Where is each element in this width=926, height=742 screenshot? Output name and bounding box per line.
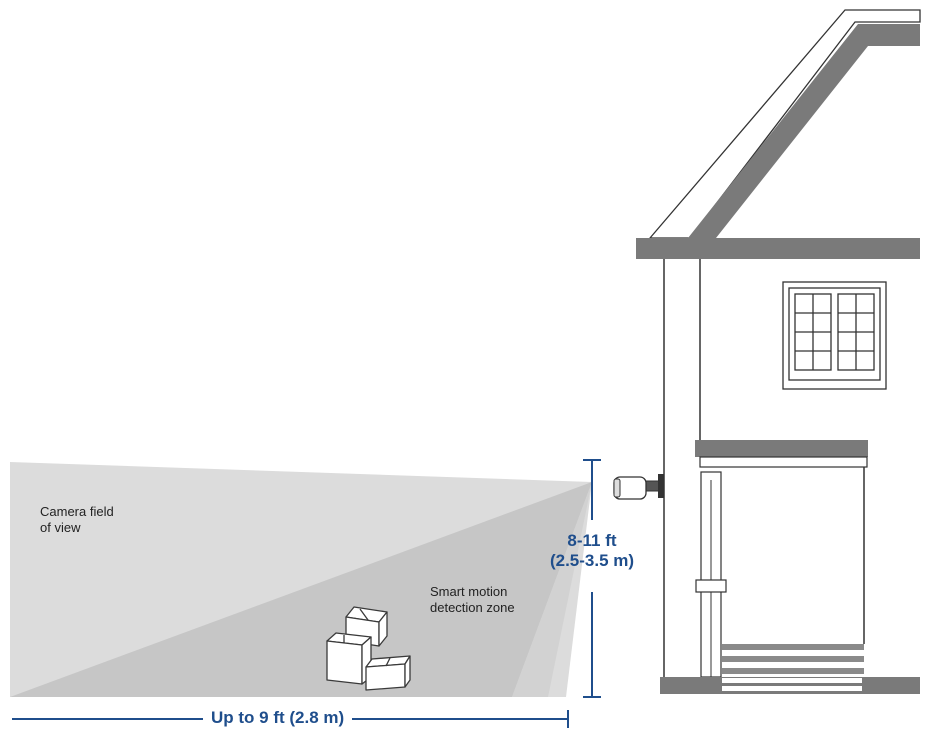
window-icon — [782, 281, 887, 390]
height-label-ft: 8-11 ft — [567, 531, 617, 550]
width-label: Up to 9 ft (2.8 m) — [203, 708, 353, 728]
field-of-view-label-line2: of view — [40, 520, 81, 535]
security-camera-icon — [613, 474, 664, 500]
house-walls — [663, 259, 701, 677]
height-label: 8-11 ft (2.5-3.5 m) — [537, 531, 647, 571]
house-porch — [695, 440, 868, 678]
house-roof — [636, 9, 921, 259]
detection-zone-label: Smart motion detection zone — [430, 584, 515, 616]
detection-zone-edge — [512, 482, 592, 697]
detection-zone-label-line2: detection zone — [430, 600, 515, 615]
field-of-view-label: Camera field of view — [40, 504, 114, 536]
field-of-view-label-line1: Camera field — [40, 504, 114, 519]
detection-zone-label-line1: Smart motion — [430, 584, 508, 599]
height-dimension-line — [583, 459, 601, 698]
house-foundation — [660, 677, 920, 694]
cardboard-boxes-icon — [326, 606, 411, 691]
detection-zone-area — [10, 482, 592, 697]
height-label-m: (2.5-3.5 m) — [549, 551, 635, 570]
